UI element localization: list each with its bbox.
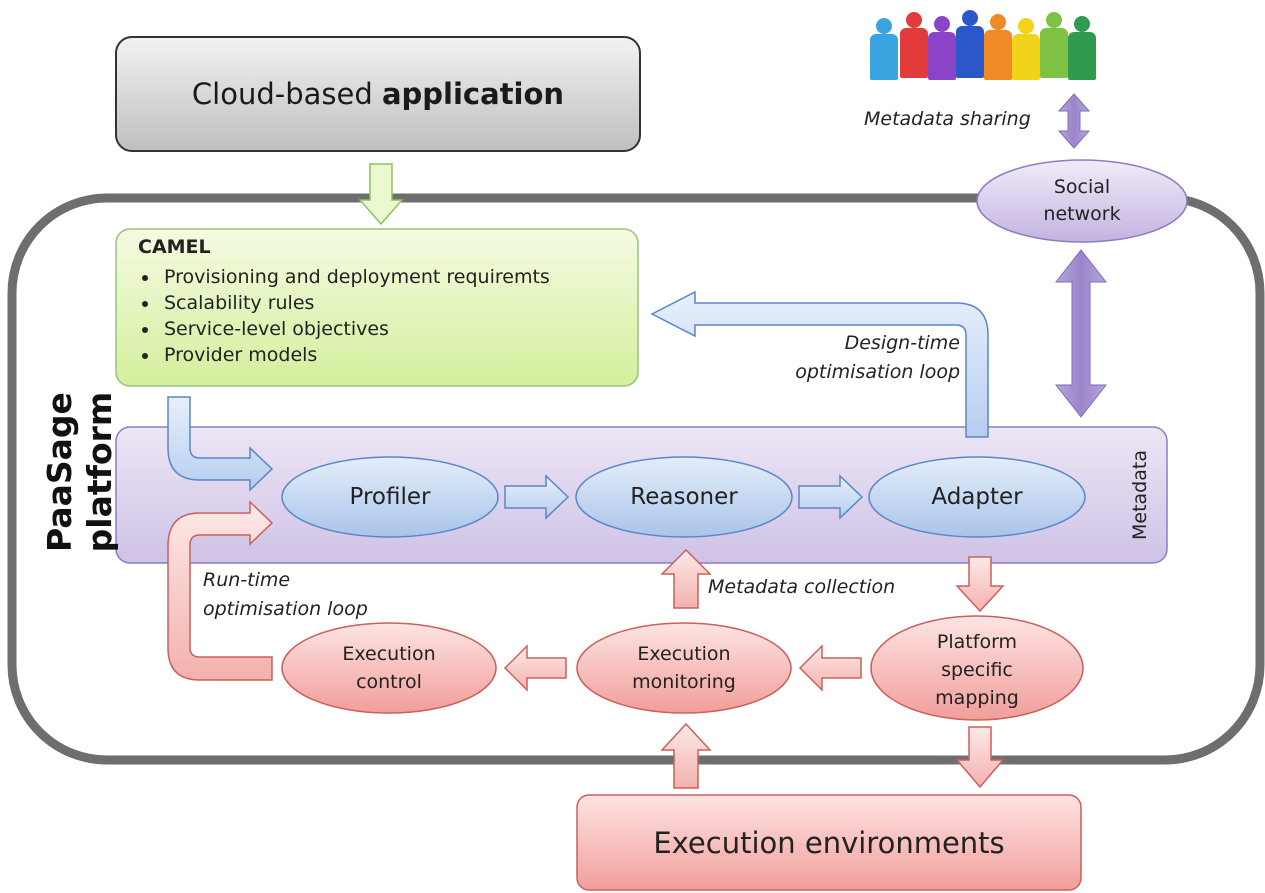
arrow-environments-to-monitoring <box>660 722 712 789</box>
arrow-runtime-loop <box>167 500 274 681</box>
arrow-social-to-metadata <box>1054 249 1108 418</box>
arrow-camel-to-profiler <box>167 396 274 492</box>
profiler-label: Profiler <box>349 484 431 510</box>
execution-control-node <box>281 622 497 714</box>
runtime-loop-label: Run-time optimisation loop <box>203 569 368 620</box>
camel-title: CAMEL <box>138 236 211 258</box>
metadata-sharing-label: Metadata sharing <box>864 108 1031 130</box>
camel-list-item: Service-level objectives <box>160 316 633 342</box>
metadata-collection-label: Metadata collection <box>708 576 896 598</box>
people-group-icon <box>862 8 1182 82</box>
arrow-design-time-loop <box>650 290 989 438</box>
metadata-label-text: Metadata <box>1129 450 1151 540</box>
arrow-adapter-to-mapping <box>955 556 1005 613</box>
cloud-app-bold: application <box>381 77 565 111</box>
social-network-label: Social network <box>1043 176 1121 225</box>
execution-environments-box <box>576 794 1082 891</box>
profiler-node <box>281 456 499 538</box>
arrow-reasoner-to-adapter <box>798 474 864 520</box>
adapter-node <box>868 456 1086 538</box>
platform-label-text: PaaSage platform <box>40 391 119 553</box>
execution-monitoring-label: Execution monitoring <box>632 643 736 693</box>
cloud-app-prefix: Cloud-based <box>191 77 382 111</box>
camel-list-item: Provisioning and deployment requiremts <box>160 264 633 290</box>
camel-content: CAMEL Provisioning and deployment requir… <box>138 236 633 368</box>
cloud-app-label: Cloud-based application <box>116 37 640 151</box>
reasoner-node <box>575 456 793 538</box>
camel-box <box>115 228 639 387</box>
camel-list-item: Provider models <box>160 342 633 368</box>
platform-label: PaaSage platform <box>40 317 119 627</box>
platform-mapping-label: Platform specific mapping <box>935 631 1019 709</box>
arrow-metadata-collection <box>660 548 712 609</box>
camel-list: Provisioning and deployment requiremts S… <box>138 264 633 368</box>
platform-boundary <box>7 193 1265 765</box>
social-network-node <box>976 159 1188 243</box>
execution-monitoring-node <box>576 622 792 714</box>
execution-environments-label: Execution environments <box>653 825 1005 860</box>
arrow-monitoring-to-control <box>503 644 567 692</box>
camel-list-item: Scalability rules <box>160 290 633 316</box>
adapter-label: Adapter <box>931 484 1023 510</box>
arrow-profiler-to-reasoner <box>504 474 570 520</box>
arrow-app-to-camel <box>358 163 404 226</box>
arrow-metadata-sharing <box>1057 93 1091 149</box>
design-loop-label: Design-time optimisation loop <box>795 332 960 383</box>
cloud-app-box <box>115 36 641 152</box>
execution-control-label: Execution control <box>342 643 436 693</box>
metadata-label: Metadata <box>1127 435 1153 555</box>
arrow-mapping-to-environments <box>955 726 1005 789</box>
arrow-mapping-to-monitoring <box>798 644 862 692</box>
reasoner-label: Reasoner <box>630 484 738 510</box>
platform-mapping-node <box>870 615 1084 721</box>
